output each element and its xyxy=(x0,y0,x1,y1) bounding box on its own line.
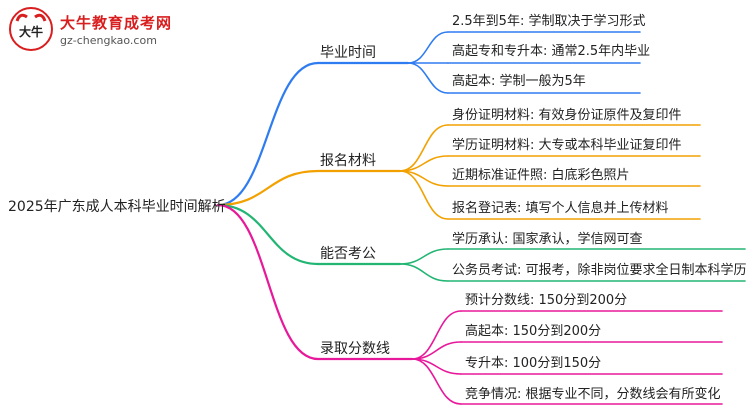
leaf-connector xyxy=(399,263,449,282)
leaf-graduation-2: 高起专和专升本: 通常2.5年内毕业 xyxy=(452,44,651,59)
leaf-materials-2: 学历证明材料: 大专或本科毕业证复印件 xyxy=(452,138,682,153)
logo-mark-text: 大牛 xyxy=(19,24,43,39)
leaf-civil-2: 公务员考试: 可报考，除非岗位要求全日制本科学历 xyxy=(452,263,747,278)
leaf-civil-1: 学历承认: 国家承认，学信网可查 xyxy=(452,232,643,247)
branch-connector xyxy=(216,169,320,207)
branch-connector xyxy=(216,61,320,207)
leaf-connector xyxy=(399,124,449,172)
leaf-graduation-1: 2.5年到5年: 学制取决于学习形式 xyxy=(452,14,646,29)
leaf-connector xyxy=(407,31,449,64)
leaf-materials-4: 报名登记表: 填写个人信息并上传材料 xyxy=(452,201,669,216)
leaf-connector xyxy=(411,341,462,360)
leaf-materials-3: 近期标准证件照: 白底彩色照片 xyxy=(452,168,630,183)
leaf-connector xyxy=(399,248,449,265)
leaf-connector xyxy=(411,310,462,360)
logo-url: gz-chengkao.com xyxy=(60,34,157,47)
leaf-score-3: 专升本: 100分到150分 xyxy=(465,356,602,371)
branch-graduation-time: 毕业时间 xyxy=(320,45,376,61)
leaf-materials-1: 身份证明材料: 有效身份证原件及复印件 xyxy=(452,108,682,123)
bull-logo-icon: 大牛 xyxy=(9,7,53,51)
branch-admission-score: 录取分数线 xyxy=(320,341,390,357)
leaf-connector xyxy=(399,170,449,220)
leaf-connector xyxy=(411,358,462,405)
branch-application-materials: 报名材料 xyxy=(320,153,376,169)
site-logo: 大牛 大牛教育成考网 gz-chengkao.com xyxy=(8,6,198,56)
mindmap-root: 2025年广东成人本科毕业时间解析 xyxy=(8,199,226,215)
logo-title: 大牛教育成考网 xyxy=(60,14,173,32)
branch-civil-service: 能否考公 xyxy=(320,246,376,262)
leaf-graduation-3: 高起本: 学制一般为5年 xyxy=(452,74,586,89)
leaf-connector xyxy=(407,62,449,94)
branch-connector xyxy=(216,203,320,266)
leaf-score-2: 高起本: 150分到200分 xyxy=(465,324,602,339)
leaf-score-4: 竞争情况: 根据专业不同，分数线会有所变化 xyxy=(465,387,721,402)
leaf-score-1: 预计分数线: 150分到200分 xyxy=(465,293,628,308)
branch-connector xyxy=(216,203,320,361)
